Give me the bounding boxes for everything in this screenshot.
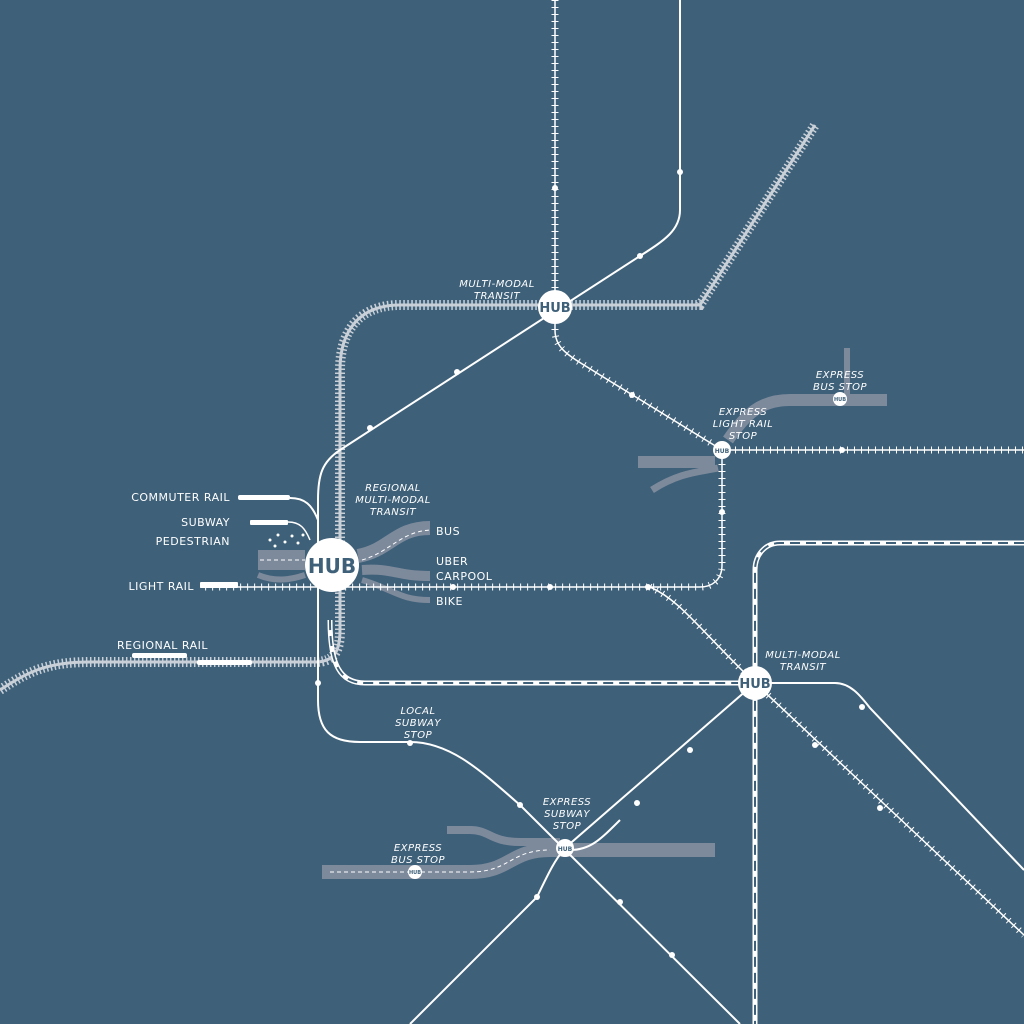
label-bike: BIKE (436, 595, 463, 608)
local-subway-line (317, 0, 741, 1024)
hub-north[interactable]: HUB (538, 290, 572, 324)
label-es-3: STOP (553, 821, 582, 832)
express-line (327, 540, 1024, 1024)
label-east-1: MULTI-MODAL (765, 650, 841, 661)
label-light-rail: LIGHT RAIL (129, 580, 195, 593)
hub-express-bus-sw[interactable]: HUB (408, 865, 422, 879)
label-ne-bus-2: BUS STOP (813, 382, 868, 393)
label-regional-1: REGIONAL (365, 483, 421, 494)
subway-train-icon (250, 520, 288, 525)
svg-text:HUB: HUB (308, 554, 356, 578)
light-rail-train-icon (200, 582, 238, 588)
hub-express-bus-ne[interactable]: HUB (833, 392, 847, 406)
label-carpool: CARPOOL (436, 570, 493, 583)
hub-east[interactable]: HUB (738, 666, 772, 700)
label-regional-3: TRANSIT (370, 507, 417, 518)
road-bus (356, 521, 431, 563)
label-sw-bus-1: EXPRESS (394, 843, 442, 854)
label-north-hub-1: MULTI-MODAL (459, 279, 535, 290)
regional-rail-train-icon (132, 653, 187, 658)
svg-text:HUB: HUB (409, 870, 421, 876)
label-commuter-rail: COMMUTER RAIL (131, 491, 230, 504)
pedestrian-icon (268, 533, 305, 548)
label-es-1: EXPRESS (543, 797, 591, 808)
label-lr-2: LIGHT RAIL (713, 419, 773, 430)
regional-rail-train-icon-2 (197, 660, 252, 665)
road-light-rail-curve (650, 464, 719, 493)
label-ne-bus-1: EXPRESS (816, 370, 864, 381)
hub-light-rail[interactable]: HUB (713, 441, 731, 459)
svg-text:HUB: HUB (558, 846, 573, 853)
svg-text:HUB: HUB (834, 397, 846, 403)
road-uber-carpool (361, 564, 431, 581)
label-lr-3: STOP (729, 431, 758, 442)
road-bike (361, 577, 431, 603)
label-sw-bus-2: BUS STOP (391, 855, 446, 866)
label-regional-rail: REGIONAL RAIL (117, 639, 208, 652)
road-hub-west-curve (256, 572, 306, 583)
station-dots (315, 169, 883, 958)
label-local-3: STOP (404, 730, 433, 741)
label-bus: BUS (436, 525, 460, 538)
svg-text:HUB: HUB (739, 677, 770, 692)
road-ne-express-bus (723, 394, 887, 444)
label-local-2: SUBWAY (395, 718, 441, 729)
label-north-hub-2: TRANSIT (474, 291, 521, 302)
label-es-2: SUBWAY (544, 809, 590, 820)
label-east-2: TRANSIT (780, 662, 827, 673)
hub-express-subway[interactable]: HUB (556, 839, 574, 857)
svg-text:HUB: HUB (539, 301, 570, 316)
hub-main[interactable]: HUB (305, 538, 359, 592)
label-uber: UBER (436, 555, 468, 568)
road-lane-dashes (260, 529, 551, 873)
label-local-1: LOCAL (400, 706, 435, 717)
label-regional-2: MULTI-MODAL (355, 495, 431, 506)
commuter-rail-train-icon (238, 495, 290, 500)
road-sw-upper (447, 826, 560, 846)
label-lr-1: EXPRESS (719, 407, 767, 418)
subway-line-se (755, 682, 1024, 871)
train-icons (132, 495, 290, 665)
regional-rail-line (0, 122, 820, 695)
label-subway: SUBWAY (181, 516, 230, 529)
label-pedestrian: PEDESTRIAN (156, 535, 230, 548)
svg-text:HUB: HUB (715, 448, 730, 455)
